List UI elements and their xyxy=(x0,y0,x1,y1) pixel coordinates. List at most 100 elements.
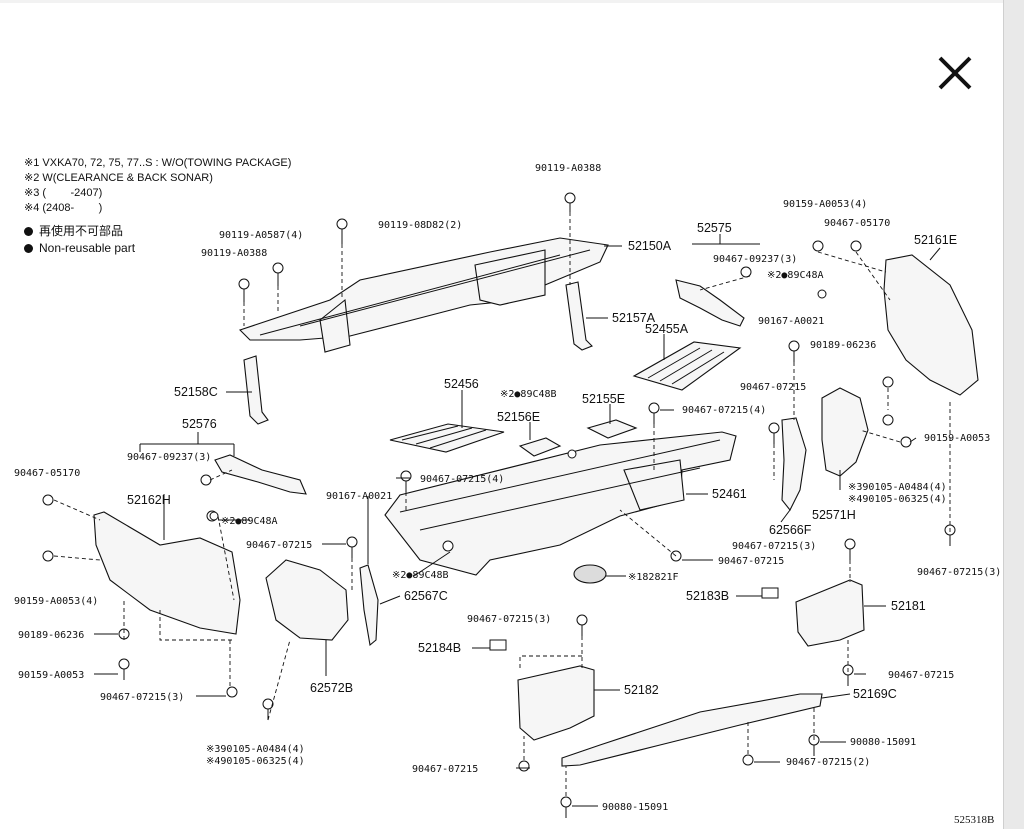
part-52184B-clip[interactable] xyxy=(489,639,507,651)
part-52156E-pad[interactable] xyxy=(518,437,562,457)
label-52157A[interactable]: 52157A xyxy=(612,311,656,325)
part-52461-bumper[interactable] xyxy=(384,431,737,576)
part-52162H-side-cover[interactable] xyxy=(93,511,241,635)
close-icon xyxy=(938,56,972,90)
label-90467-07215-3b[interactable]: 90467-07215(3) xyxy=(467,614,551,625)
part-52169C-step-extension[interactable] xyxy=(561,693,823,767)
label-52161E[interactable]: 52161E xyxy=(914,233,957,247)
label-52156E[interactable]: 52156E xyxy=(497,410,540,424)
label-90467-07215-2[interactable]: 90467-07215(2) xyxy=(786,757,870,768)
label-52575[interactable]: 52575 xyxy=(697,221,732,235)
label-90119-A0587[interactable]: 90119-A0587(4) xyxy=(219,230,303,241)
part-52181-lower-cover[interactable] xyxy=(795,579,865,647)
parts-diagram: 90119-A0388 90119-A0587(4) 90119-08D82(2… xyxy=(14,163,1001,826)
diagram-notes: ※1 VXKA70, 72, 75, 77..S : W/O(TOWING PA… xyxy=(24,156,291,216)
label-90467-07215-4b[interactable]: 90467-07215(4) xyxy=(420,474,504,485)
non-reusable-dot-icon xyxy=(24,244,33,253)
note-2: ※2 W(CLEARANCE & BACK SONAR) xyxy=(24,172,213,184)
label-90467-07215-4a[interactable]: 90467-07215(4) xyxy=(682,405,766,416)
part-52456-step-pad[interactable] xyxy=(389,423,505,453)
part-182821F-plug[interactable] xyxy=(573,564,607,584)
label-89C48A-mid[interactable]: ※2●89C48A xyxy=(221,516,278,527)
part-52571H-bracket[interactable] xyxy=(821,387,869,477)
part-52158C-bracket[interactable] xyxy=(243,355,269,425)
leader-lines xyxy=(94,234,941,807)
label-52169C[interactable]: 52169C xyxy=(853,687,897,701)
label-90467-07215-3r[interactable]: 90467-07215(3) xyxy=(917,567,1001,578)
part-52161E-side-cover[interactable] xyxy=(883,254,979,396)
label-52181[interactable]: 52181 xyxy=(891,599,926,613)
label-52184B[interactable]: 52184B xyxy=(418,641,461,655)
label-90167-A0021-top[interactable]: 90167-A0021 xyxy=(758,316,824,327)
legend-row-jp: 再使用不可部品 xyxy=(24,223,135,240)
legend-jp-label: 再使用不可部品 xyxy=(39,224,124,238)
label-62572B[interactable]: 62572B xyxy=(310,681,353,695)
label-90167-A0021-mid[interactable]: 90167-A0021 xyxy=(326,491,392,502)
label-52461[interactable]: 52461 xyxy=(712,487,747,501)
label-90467-07215-3a[interactable]: 90467-07215(3) xyxy=(732,541,816,552)
label-90159-A0053-r[interactable]: 90159-A0053 xyxy=(924,433,990,444)
part-62566F-bracket[interactable] xyxy=(781,417,807,512)
label-89C48B-top[interactable]: ※2●89C48B xyxy=(500,389,557,400)
label-90159-A0053-left2[interactable]: 90159-A0053 xyxy=(18,670,84,681)
assembly-dashed-lines xyxy=(53,212,951,796)
label-90189-06236-top[interactable]: 90189-06236 xyxy=(810,340,876,351)
label-390105-A0484-l[interactable]: ※390105-A0484(4) xyxy=(206,744,305,755)
part-52157A-bracket[interactable] xyxy=(565,281,593,351)
label-90467-09237-left[interactable]: 90467-09237(3) xyxy=(127,452,211,463)
label-62567C[interactable]: 62567C xyxy=(404,589,448,603)
label-89C48B-mid[interactable]: ※2●89C48B xyxy=(392,570,449,581)
label-52455A[interactable]: 52455A xyxy=(645,322,689,336)
label-90159-A0053-top[interactable]: 90159-A0053(4) xyxy=(783,199,867,210)
note-1: ※1 VXKA70, 72, 75, 77..S : W/O(TOWING PA… xyxy=(24,157,292,169)
part-52455A-step-pad[interactable] xyxy=(632,341,742,391)
label-90467-07215-bl[interactable]: 90467-07215 xyxy=(412,764,478,775)
label-90080-15091-b[interactable]: 90080-15091 xyxy=(602,802,668,813)
label-90467-09237-top[interactable]: 90467-09237(3) xyxy=(713,254,797,265)
label-52183B[interactable]: 52183B xyxy=(686,589,729,603)
part-62567C-bracket[interactable] xyxy=(359,564,379,647)
label-52571H[interactable]: 52571H xyxy=(812,508,856,522)
part-52155E-pad[interactable] xyxy=(586,419,638,439)
label-89C48A-top[interactable]: ※2●89C48A xyxy=(767,270,824,281)
label-90119-A0388-top[interactable]: 90119-A0388 xyxy=(535,163,601,174)
label-52456[interactable]: 52456 xyxy=(444,377,479,391)
part-52150A-reinforcement[interactable] xyxy=(238,237,609,353)
label-90467-07215-rr[interactable]: 90467-07215 xyxy=(888,670,954,681)
part-52183B-clip[interactable] xyxy=(761,587,779,599)
label-90467-05170-top[interactable]: 90467-05170 xyxy=(824,218,890,229)
legend-en-label: Non-reusable part xyxy=(39,241,136,255)
label-182821F[interactable]: ※182821F xyxy=(628,572,679,583)
label-52155E[interactable]: 52155E xyxy=(582,392,625,406)
label-90467-07215-r[interactable]: 90467-07215 xyxy=(740,382,806,393)
note-4: ※4 (2408- ) xyxy=(24,202,103,214)
part-52576-bracket[interactable] xyxy=(214,454,307,495)
label-52162H[interactable]: 52162H xyxy=(127,493,171,507)
scrollbar-track[interactable] xyxy=(1003,0,1024,829)
non-reusable-dot-icon xyxy=(24,227,33,236)
part-52182-lower-cover[interactable] xyxy=(517,665,595,741)
label-90467-07215-c[interactable]: 90467-07215 xyxy=(718,556,784,567)
label-390105-A0484-r[interactable]: ※390105-A0484(4) xyxy=(848,482,947,493)
label-90189-06236-left[interactable]: 90189-06236 xyxy=(18,630,84,641)
close-button[interactable] xyxy=(932,50,978,96)
part-52575-bracket[interactable] xyxy=(675,279,745,327)
label-52158C[interactable]: 52158C xyxy=(174,385,218,399)
label-90467-07215-mid[interactable]: 90467-07215 xyxy=(246,540,312,551)
label-52576[interactable]: 52576 xyxy=(182,417,217,431)
part-62572B-bracket[interactable] xyxy=(265,559,349,641)
label-90159-A0053-left[interactable]: 90159-A0053(4) xyxy=(14,596,98,607)
label-62566F[interactable]: 62566F xyxy=(769,523,812,537)
label-490105-06325-r[interactable]: ※490105-06325(4) xyxy=(848,494,947,505)
label-90467-07215-3c[interactable]: 90467-07215(3) xyxy=(100,692,184,703)
label-90467-05170-left[interactable]: 90467-05170 xyxy=(14,468,80,479)
note-3: ※3 ( -2407) xyxy=(24,187,103,199)
label-490105-06325-l[interactable]: ※490105-06325(4) xyxy=(206,756,305,767)
label-90119-08D82[interactable]: 90119-08D82(2) xyxy=(378,220,462,231)
footer-code: 525318B xyxy=(954,814,994,826)
label-90119-A0388-left[interactable]: 90119-A0388 xyxy=(201,248,267,259)
legend-row-en: Non-reusable part xyxy=(24,240,135,257)
label-52182[interactable]: 52182 xyxy=(624,683,659,697)
label-52150A[interactable]: 52150A xyxy=(628,239,672,253)
label-90080-15091-r[interactable]: 90080-15091 xyxy=(850,737,916,748)
